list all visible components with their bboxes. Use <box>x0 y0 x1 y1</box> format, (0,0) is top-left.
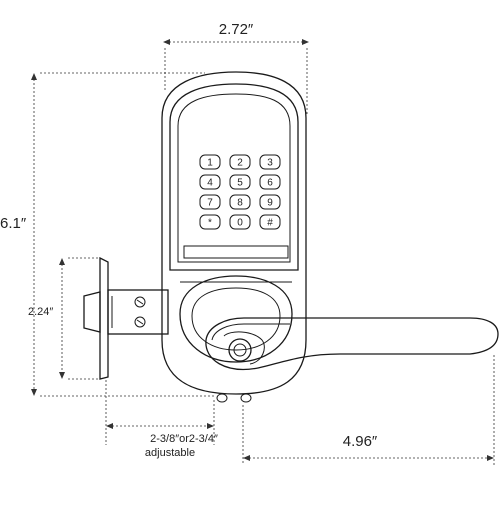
dimension-latch-height-label: 2.24″ <box>28 306 53 318</box>
lever-handle <box>205 317 499 370</box>
keypad-key-label: 4 <box>207 178 213 189</box>
keypad-key-9[interactable]: 9 <box>259 194 281 210</box>
latch-screw-bottom-icon <box>134 316 146 328</box>
keypad: 1 2 3 4 5 6 7 8 9 * 0 # <box>199 154 281 230</box>
keypad-key-8[interactable]: 8 <box>229 194 251 210</box>
keypad-key-star[interactable]: * <box>199 214 221 230</box>
latch-screw-top-icon <box>134 296 146 308</box>
dimension-backset-label: 2-3/8″or2-3/4″ <box>150 433 218 445</box>
keypad-key-hash[interactable]: # <box>259 214 281 230</box>
dimension-lever-length: 4.96″ <box>242 355 495 465</box>
keypad-key-label: * <box>208 218 212 229</box>
keypad-key-label: 6 <box>267 178 273 189</box>
dimension-backset: 2-3/8″or2-3/4″ adjustable <box>105 380 218 459</box>
dimension-backset-note: adjustable <box>145 447 195 459</box>
key-cylinder-icon <box>228 338 252 362</box>
keypad-key-3[interactable]: 3 <box>259 154 281 170</box>
keypad-key-7[interactable]: 7 <box>199 194 221 210</box>
dimension-width-top-label: 2.72″ <box>219 21 254 38</box>
keypad-key-label: 3 <box>267 158 273 169</box>
keypad-key-6[interactable]: 6 <box>259 174 281 190</box>
keypad-key-label: 7 <box>207 198 213 209</box>
dimension-height-total: 6.1″ <box>0 72 215 397</box>
keypad-key-1[interactable]: 1 <box>199 154 221 170</box>
keypad-key-label: 0 <box>237 218 243 229</box>
bottom-screw-left-icon <box>216 393 228 403</box>
dimension-latch-height: 2.24″ <box>28 257 100 380</box>
keypad-key-label: 8 <box>237 198 243 209</box>
keypad-key-0[interactable]: 0 <box>229 214 251 230</box>
keypad-key-5[interactable]: 5 <box>229 174 251 190</box>
keypad-key-label: 5 <box>237 178 243 189</box>
dimension-height-total-label: 6.1″ <box>0 215 27 232</box>
dimension-lever-length-label: 4.96″ <box>343 433 378 450</box>
keypad-key-4[interactable]: 4 <box>199 174 221 190</box>
lock-body <box>161 71 307 403</box>
keypad-key-label: 2 <box>237 158 243 169</box>
keypad-key-label: # <box>267 218 273 229</box>
keypad-key-label: 9 <box>267 198 273 209</box>
latch-assembly <box>83 256 169 380</box>
dimension-width-top: 2.72″ <box>163 21 309 115</box>
keypad-key-2[interactable]: 2 <box>229 154 251 170</box>
keypad-key-label: 1 <box>207 158 213 169</box>
bottom-screw-right-icon <box>240 393 252 403</box>
